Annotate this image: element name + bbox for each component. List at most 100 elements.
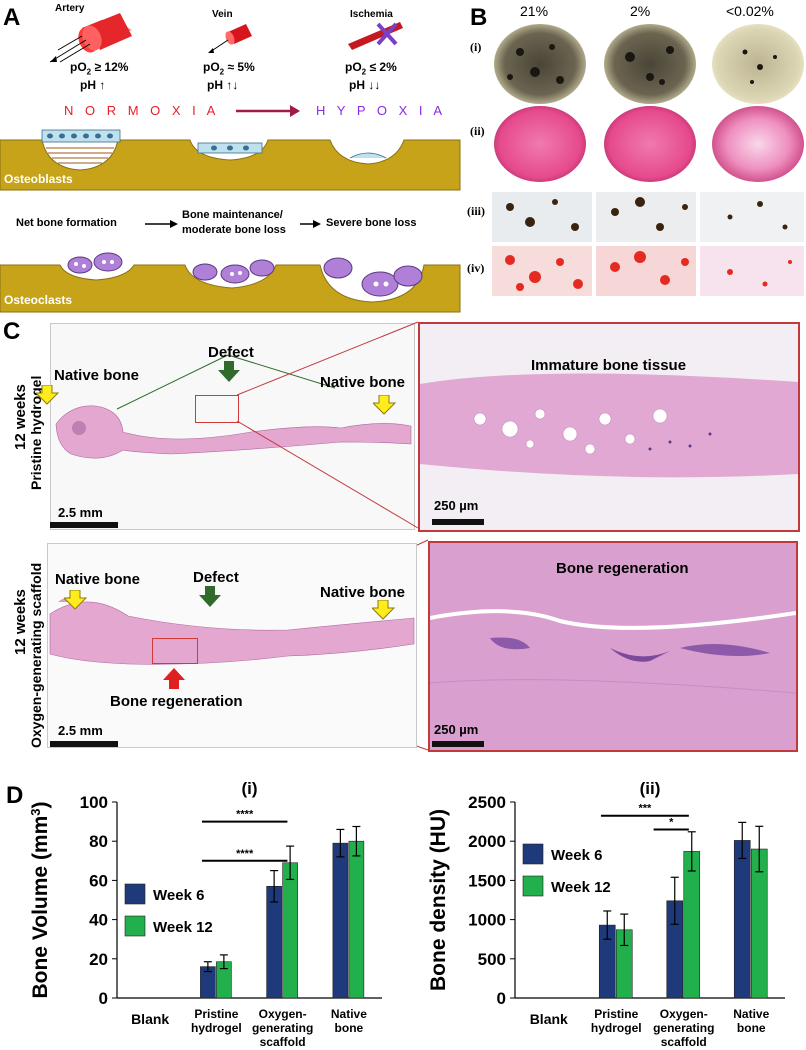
x-tick-label: bone xyxy=(335,1021,364,1035)
vein-label: Vein xyxy=(212,9,233,20)
green-arrow-icon xyxy=(218,361,240,382)
panel-a-label: A xyxy=(3,4,21,31)
osteoclast-nuclei xyxy=(74,260,389,287)
dish-row-ii xyxy=(494,106,804,182)
significance-label: * xyxy=(669,816,674,828)
label-native-bone-right-2: Native bone xyxy=(320,584,406,601)
y-tick-label: 2500 xyxy=(468,793,506,812)
stage-severe-loss: Severe bone loss xyxy=(326,217,417,229)
col-header-21: 21% xyxy=(520,3,549,19)
vein-po2: pO2 ≈ 5% xyxy=(203,60,255,77)
scale-label-mm-1: 2.5 mm xyxy=(58,505,103,520)
bar-week-6 xyxy=(332,842,349,999)
osteoclast-cells xyxy=(67,252,423,297)
yellow-arrow-icon xyxy=(373,395,397,415)
legend-label: Week 6 xyxy=(153,887,204,904)
legend-label: Week 6 xyxy=(551,847,602,864)
y-tick-label: 2000 xyxy=(468,832,506,851)
scale-label-um-2: 250 µm xyxy=(434,722,479,737)
ischemia-icon xyxy=(348,22,403,50)
panel-b-images xyxy=(492,24,804,296)
bone-density-chart: (ii)Bone density (HU)0500100015002000250… xyxy=(427,779,785,1049)
y-tick-label: 1500 xyxy=(468,871,506,890)
label-native-bone-right-1: Native bone xyxy=(320,374,406,391)
micro-row-iii xyxy=(492,192,804,242)
significance-label: **** xyxy=(236,809,254,821)
normoxia-label: N O R M O X I A xyxy=(64,103,220,118)
y-tick-label: 80 xyxy=(89,832,108,851)
stage-maintenance-line1: Bone maintenance/ xyxy=(182,209,283,221)
scale-label-um-1: 250 µm xyxy=(434,498,479,513)
legend-swatch xyxy=(522,875,544,897)
histology-low-mag-oxygen xyxy=(47,543,417,748)
scale-bar-mm-1 xyxy=(50,522,118,528)
row-label-iii: (iii) xyxy=(467,204,485,218)
x-tick-label: Native xyxy=(733,1007,769,1021)
artery-ph: pH ↑ xyxy=(80,78,106,92)
scale-bar-mm-2 xyxy=(50,741,118,747)
x-tick-label: generating xyxy=(252,1021,313,1035)
panel-d-label: D xyxy=(6,782,24,809)
artery-label: Artery xyxy=(55,3,85,14)
bar-week-6 xyxy=(266,885,282,999)
micro-row-iv xyxy=(492,246,804,296)
ischemia-ph: pH ↓↓ xyxy=(349,78,381,92)
vein-ph: pH ↑↓ xyxy=(207,78,239,92)
label-bone-regeneration-high: Bone regeneration xyxy=(556,560,689,577)
x-tick-label: scaffold xyxy=(260,1035,306,1049)
y-axis-label: Bone density (HU) xyxy=(427,809,450,991)
legend-swatch xyxy=(124,883,146,905)
y-tick-label: 100 xyxy=(80,793,108,812)
histology-low-mag-pristine xyxy=(50,323,415,530)
histology-high-mag-pristine xyxy=(418,322,800,532)
x-tick-label: Blank xyxy=(530,1011,568,1027)
x-tick-label: Native xyxy=(331,1007,367,1021)
row-label-iv: (iv) xyxy=(467,261,485,275)
col-header-2: 2% xyxy=(630,3,651,19)
x-tick-label: Oxygen- xyxy=(259,1007,307,1021)
y-tick-label: 20 xyxy=(89,950,108,969)
scale-label-mm-2: 2.5 mm xyxy=(58,723,103,738)
yellow-arrow-icon xyxy=(64,590,88,610)
y-tick-label: 0 xyxy=(99,989,108,1008)
x-tick-label: hydrogel xyxy=(191,1021,242,1035)
scale-bar-um-2 xyxy=(432,741,484,747)
panel-c-label: C xyxy=(3,318,21,345)
row-label-ii: (ii) xyxy=(470,124,485,138)
osteoblast-bone-strip xyxy=(0,129,461,191)
x-tick-label: Oxygen- xyxy=(660,1007,708,1021)
y-tick-label: 40 xyxy=(89,911,108,930)
x-tick-label: Blank xyxy=(131,1011,169,1027)
panel-b-label: B xyxy=(470,4,488,31)
significance-label: *** xyxy=(638,803,652,815)
significance-label: **** xyxy=(236,848,254,860)
label-bone-regeneration-low: Bone regeneration xyxy=(110,693,243,710)
osteoclast-bone-strip xyxy=(0,264,461,313)
y-axis-label: Bone Volume (mm3) xyxy=(28,801,53,998)
yellow-arrow-icon xyxy=(36,385,60,405)
y-tick-label: 500 xyxy=(478,950,506,969)
bar-week-12 xyxy=(282,862,298,999)
x-tick-label: generating xyxy=(653,1021,714,1035)
red-arrow-icon xyxy=(163,668,185,689)
legend-swatch xyxy=(124,915,146,937)
x-tick-label: Pristine xyxy=(594,1007,638,1021)
dish-row-i xyxy=(494,24,804,104)
osteoclasts-label: Osteoclasts xyxy=(4,293,73,307)
row-label-i: (i) xyxy=(470,40,482,54)
chart-panel-title: (i) xyxy=(241,779,257,798)
hypoxia-label: H Y P O X I A xyxy=(316,103,447,118)
osteoblasts-label: Osteoblasts xyxy=(4,172,73,186)
y-tick-label: 60 xyxy=(89,871,108,890)
y-tick-label: 0 xyxy=(497,989,506,1008)
histology-high-mag-oxygen xyxy=(428,541,798,752)
label-native-bone-left-2: Native bone xyxy=(55,571,141,588)
legend-label: Week 12 xyxy=(551,879,611,896)
y-tick-label: 1000 xyxy=(468,911,506,930)
bar-week-6 xyxy=(733,840,751,999)
artery-icon xyxy=(49,13,132,63)
panel-a-illustration xyxy=(0,13,461,313)
roi-box-pristine xyxy=(195,395,239,423)
roi-box-oxygen xyxy=(152,638,198,664)
